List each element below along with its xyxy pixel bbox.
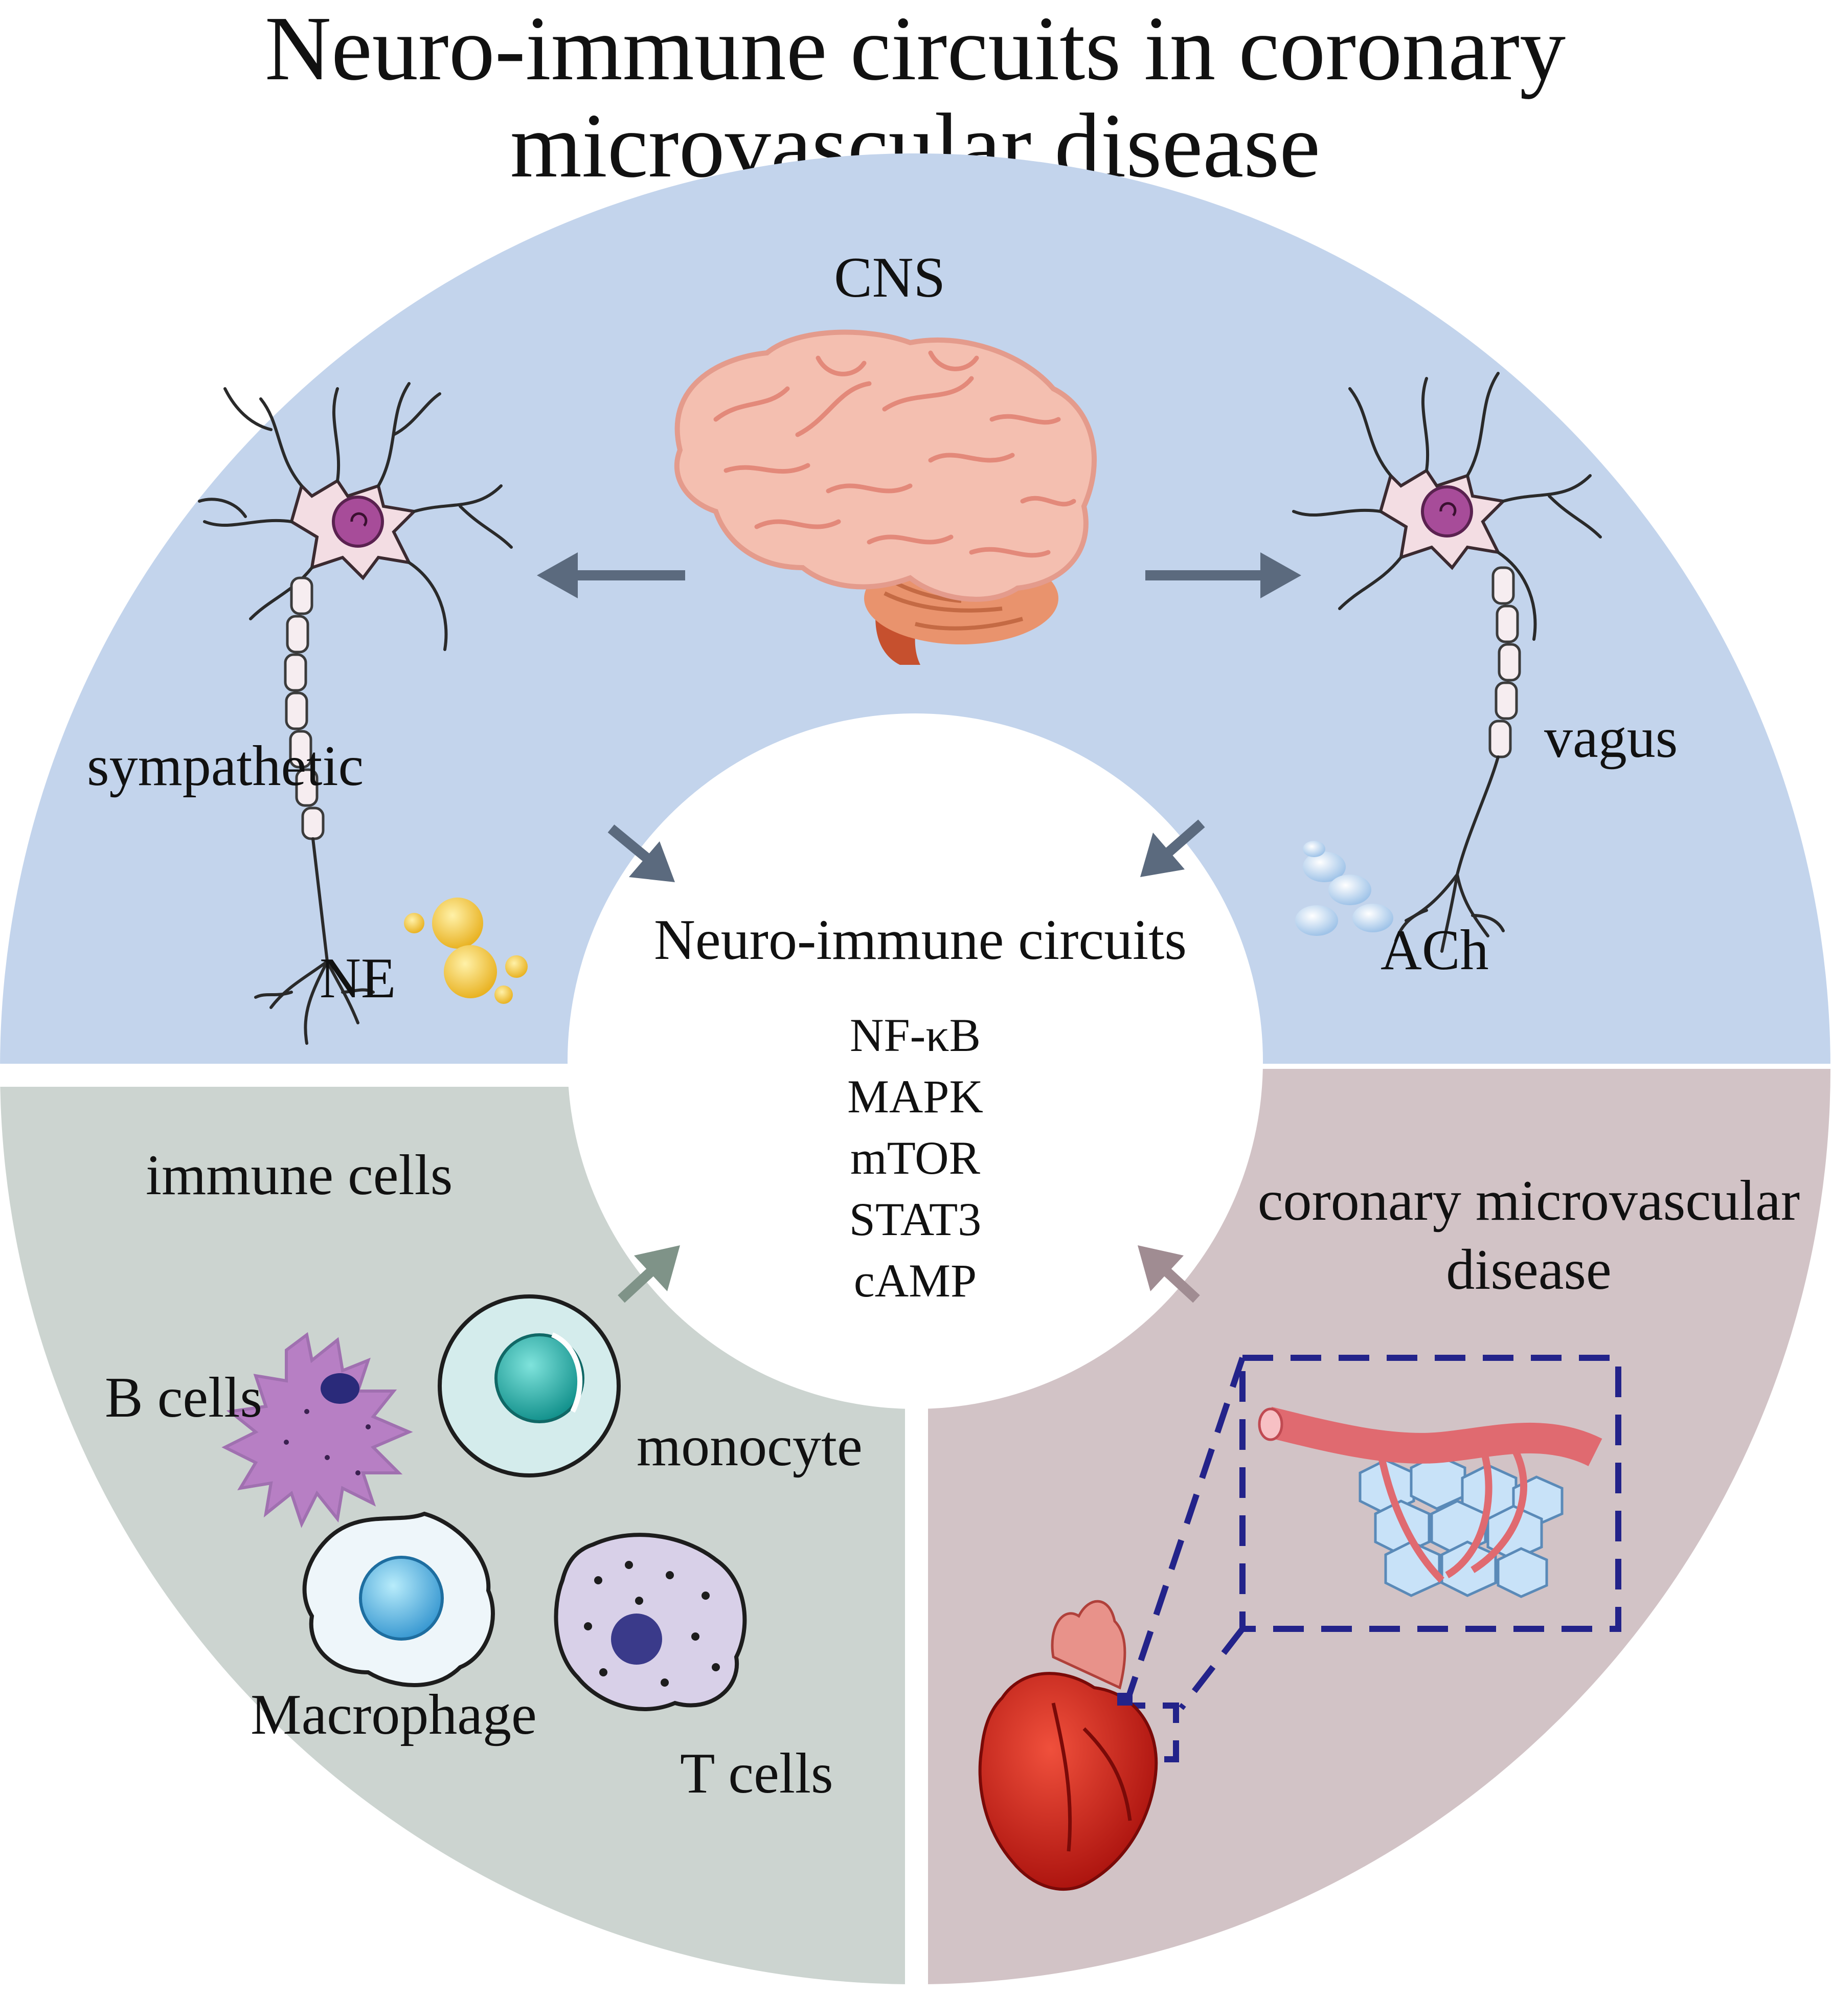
center-heading: Neuro-immune circuits [654, 908, 1187, 972]
pathway-item: cAMP [854, 1255, 977, 1307]
sympathetic-neuron-icon [198, 382, 513, 1045]
cmd-label-line2: disease [1446, 1238, 1611, 1302]
macrophage-label: Macrophage [251, 1683, 537, 1746]
microvessel-icon [1258, 1406, 1602, 1598]
vagus-neuron-icon [1292, 372, 1602, 953]
ne-label: NE [320, 947, 396, 1010]
cmd-to-center-arrow [1138, 1245, 1200, 1303]
b-cells-label: B cells [105, 1366, 262, 1429]
cns-label: CNS [834, 246, 945, 309]
pathway-item: STAT3 [849, 1193, 981, 1245]
ne-vesicles-icon [404, 898, 528, 1004]
sympathetic-to-center-arrow [607, 824, 675, 882]
monocyte-label: monocyte [637, 1415, 863, 1478]
ach-label: ACh [1381, 919, 1489, 982]
center-circle [568, 713, 1263, 1409]
vagus-to-center-arrow [1140, 819, 1205, 877]
ach-vesicles-icon [1295, 841, 1393, 936]
macrophage-icon [302, 1511, 495, 1687]
t-cell-icon [554, 1533, 747, 1711]
heart-icon [978, 1600, 1158, 1891]
immune-to-center-arrow [618, 1245, 680, 1303]
t-cells-label: T cells [680, 1742, 833, 1805]
brain-icon [674, 329, 1097, 665]
b-cell-icon [221, 1332, 413, 1528]
monocyte-icon [438, 1294, 621, 1477]
pathway-item: NF-κB [850, 1009, 981, 1061]
cns-to-vagus-arrow [1145, 552, 1301, 598]
figure-title-line1: Neuro-immune circuits in coronary [265, 0, 1566, 99]
immune-cells-label: immune cells [146, 1144, 453, 1207]
pathway-item: MAPK [847, 1070, 983, 1123]
cns-to-sympathetic-arrow [537, 552, 685, 598]
sympathetic-label: sympathetic [87, 734, 364, 798]
vagus-label: vagus [1544, 706, 1678, 770]
cmd-label-line1: coronary microvascular [1258, 1169, 1800, 1233]
pathway-list: NF-κB MAPK mTOR STAT3 cAMP [847, 1009, 983, 1307]
pathway-item: mTOR [850, 1132, 981, 1184]
